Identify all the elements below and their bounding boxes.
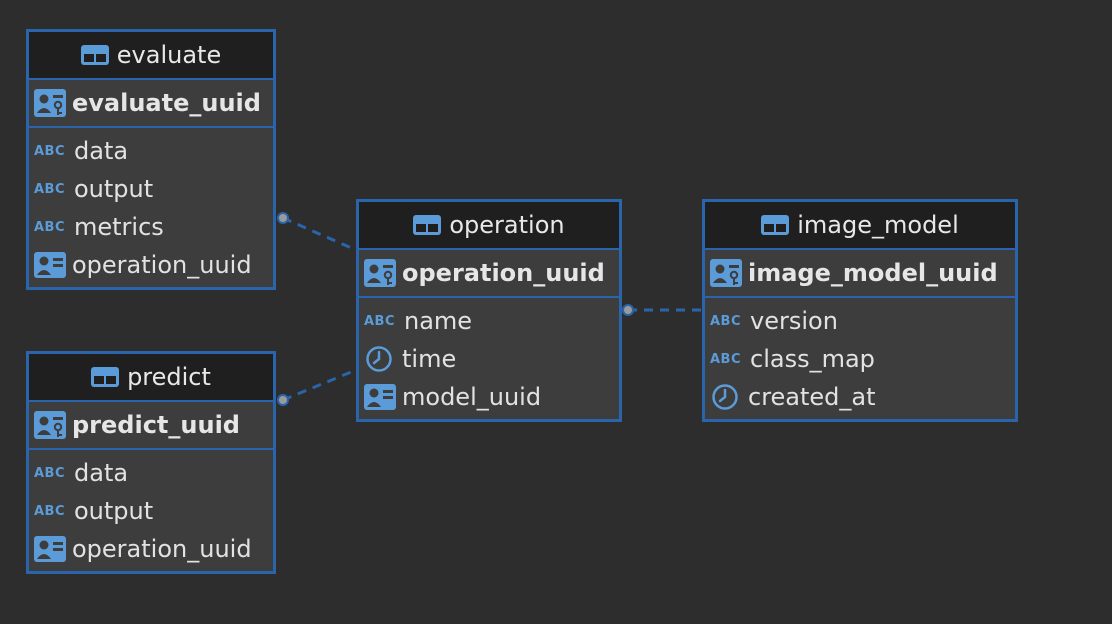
column-row[interactable]: ABC name: [359, 302, 619, 340]
clock-icon: [364, 345, 396, 373]
column-name: operation_uuid: [72, 251, 252, 279]
column-list: ABC version ABC class_map created_at: [705, 298, 1015, 416]
primary-key-icon: [34, 89, 66, 117]
abc-icon: ABC: [34, 503, 66, 519]
entity-title: image_model: [797, 211, 959, 239]
table-icon: [413, 215, 442, 235]
column-row[interactable]: ABC class_map: [705, 340, 1015, 378]
primary-key-icon: [34, 411, 66, 439]
column-row[interactable]: time: [359, 340, 619, 378]
entity-header[interactable]: operation: [359, 202, 619, 248]
primary-key-row[interactable]: image_model_uuid: [705, 248, 1015, 298]
connector-end-evaluate: [277, 212, 289, 224]
column-name: version: [750, 307, 838, 335]
foreign-key-icon: [34, 536, 66, 562]
column-row[interactable]: ABC data: [29, 132, 273, 170]
entity-operation[interactable]: operation operation_uuid ABC name time m…: [356, 199, 622, 422]
column-row[interactable]: model_uuid: [359, 378, 619, 416]
foreign-key-icon: [34, 252, 66, 278]
column-row[interactable]: operation_uuid: [29, 246, 273, 284]
abc-icon: ABC: [34, 465, 66, 481]
connector-end-predict: [277, 394, 289, 406]
column-name: operation_uuid: [72, 535, 252, 563]
column-name: data: [74, 137, 129, 165]
column-list: ABC name time model_uuid: [359, 298, 619, 416]
column-name: output: [74, 497, 154, 525]
column-row[interactable]: operation_uuid: [29, 530, 273, 568]
primary-key-icon: [710, 259, 742, 287]
primary-key-row[interactable]: evaluate_uuid: [29, 78, 273, 128]
table-icon: [91, 367, 120, 387]
column-row[interactable]: ABC metrics: [29, 208, 273, 246]
column-row[interactable]: ABC data: [29, 454, 273, 492]
abc-icon: ABC: [34, 219, 66, 235]
primary-key-name: evaluate_uuid: [72, 89, 261, 117]
abc-icon: ABC: [34, 143, 66, 159]
column-name: metrics: [74, 213, 164, 241]
primary-key-icon: [364, 259, 396, 287]
entity-evaluate[interactable]: evaluate evaluate_uuid ABC data ABC outp…: [26, 29, 276, 290]
abc-icon: ABC: [710, 351, 742, 367]
entity-header[interactable]: predict: [29, 354, 273, 400]
column-name: created_at: [748, 383, 876, 411]
column-list: ABC data ABC output ABC metrics operatio…: [29, 128, 273, 284]
abc-icon: ABC: [34, 181, 66, 197]
column-row[interactable]: ABC version: [705, 302, 1015, 340]
connector-predict-operation: [282, 368, 357, 402]
connector-end-operation: [622, 304, 634, 316]
column-row[interactable]: created_at: [705, 378, 1015, 416]
column-row[interactable]: ABC output: [29, 492, 273, 530]
table-icon: [761, 215, 790, 235]
entity-image-model[interactable]: image_model image_model_uuid ABC version…: [702, 199, 1018, 422]
entity-header[interactable]: evaluate: [29, 32, 273, 78]
clock-icon: [710, 383, 742, 411]
abc-icon: ABC: [710, 313, 742, 329]
column-name: output: [74, 175, 154, 203]
column-name: time: [402, 345, 457, 373]
table-icon: [80, 45, 109, 65]
entity-title: operation: [449, 211, 565, 239]
connector-evaluate-operation: [282, 216, 357, 252]
primary-key-name: operation_uuid: [402, 259, 605, 287]
primary-key-name: image_model_uuid: [748, 259, 998, 287]
primary-key-row[interactable]: operation_uuid: [359, 248, 619, 298]
abc-icon: ABC: [364, 313, 396, 329]
foreign-key-icon: [364, 384, 396, 410]
primary-key-row[interactable]: predict_uuid: [29, 400, 273, 450]
column-name: class_map: [750, 345, 875, 373]
entity-title: evaluate: [116, 41, 222, 69]
column-name: data: [74, 459, 129, 487]
column-row[interactable]: ABC output: [29, 170, 273, 208]
entity-header[interactable]: image_model: [705, 202, 1015, 248]
entity-title: predict: [127, 363, 211, 391]
primary-key-name: predict_uuid: [72, 411, 240, 439]
column-list: ABC data ABC output operation_uuid: [29, 450, 273, 568]
entity-predict[interactable]: predict predict_uuid ABC data ABC output…: [26, 351, 276, 574]
column-name: name: [404, 307, 473, 335]
column-name: model_uuid: [402, 383, 542, 411]
